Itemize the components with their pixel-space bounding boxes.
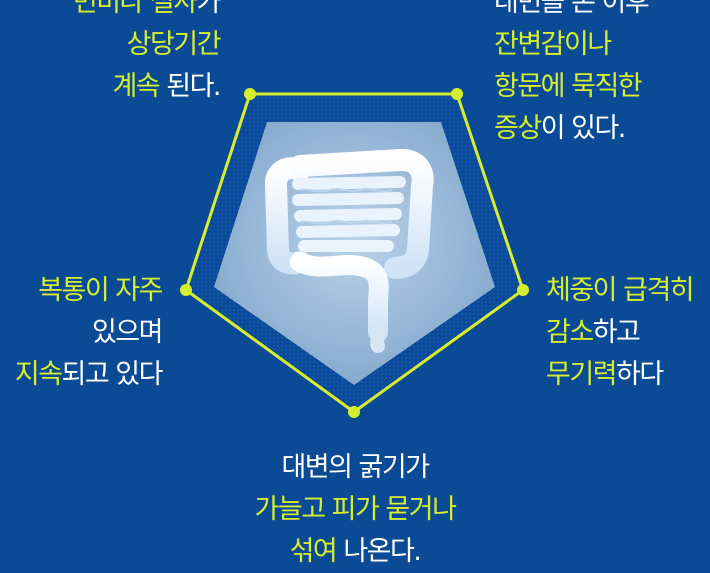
text-plain: 대변을 본 이후: [494, 0, 650, 18]
text-plain: 된다.: [159, 71, 221, 102]
vertex-dot-right: [517, 284, 529, 296]
text-plain: 이 있다.: [540, 113, 627, 144]
symptom-residual-feeling: 대변을 본 이후 잔변감이나 항문에 묵직한 증상이 있다.: [494, 0, 650, 150]
text-highlight: 변비나 설사: [72, 0, 198, 18]
vertex-dot-top-right: [451, 88, 463, 100]
text-highlight: 계속: [112, 71, 160, 102]
vertex-dot-left: [180, 284, 192, 296]
text-plain: 나온다.: [336, 536, 422, 567]
symptom-constipation-diarrhea: 변비나 설사가 상당기간 계속 된다.: [72, 0, 222, 108]
text-highlight: 가늘고 피가 묻거나: [254, 494, 457, 525]
text-highlight: 섞여: [289, 536, 338, 567]
text-highlight: 감소: [546, 317, 594, 348]
text-highlight: 체중이 급격히: [546, 275, 695, 306]
symptom-stool-change: 대변의 굵기가 가늘고 피가 묻거나 섞여 나온다.: [0, 447, 710, 573]
text-highlight: 잔변감이나: [494, 29, 612, 60]
text-plain: 있으며: [91, 317, 164, 348]
text-plain: 대변의 굵기가: [281, 452, 430, 483]
vertex-dot-top-left: [244, 88, 256, 100]
text-highlight: 증상: [494, 113, 542, 144]
symptom-abdominal-pain: 복통이 자주 있으며 지속되고 있다: [14, 270, 164, 396]
text-plain: 되고 있다: [61, 359, 164, 390]
text-plain: 하다: [616, 359, 664, 390]
text-plain: 하고: [592, 317, 641, 348]
text-highlight: 지속: [14, 359, 63, 390]
text-highlight: 복통이 자주: [38, 275, 163, 306]
text-plain: 가: [196, 0, 222, 18]
vertex-dot-bottom: [348, 406, 360, 418]
symptom-weight-loss: 체중이 급격히 감소하고 무기력하다: [546, 270, 695, 396]
text-highlight: 상당기간: [126, 29, 222, 60]
text-highlight: 무기력: [546, 359, 618, 390]
intestine-icon: [265, 149, 434, 353]
text-highlight: 항문에 묵직한: [494, 71, 643, 102]
